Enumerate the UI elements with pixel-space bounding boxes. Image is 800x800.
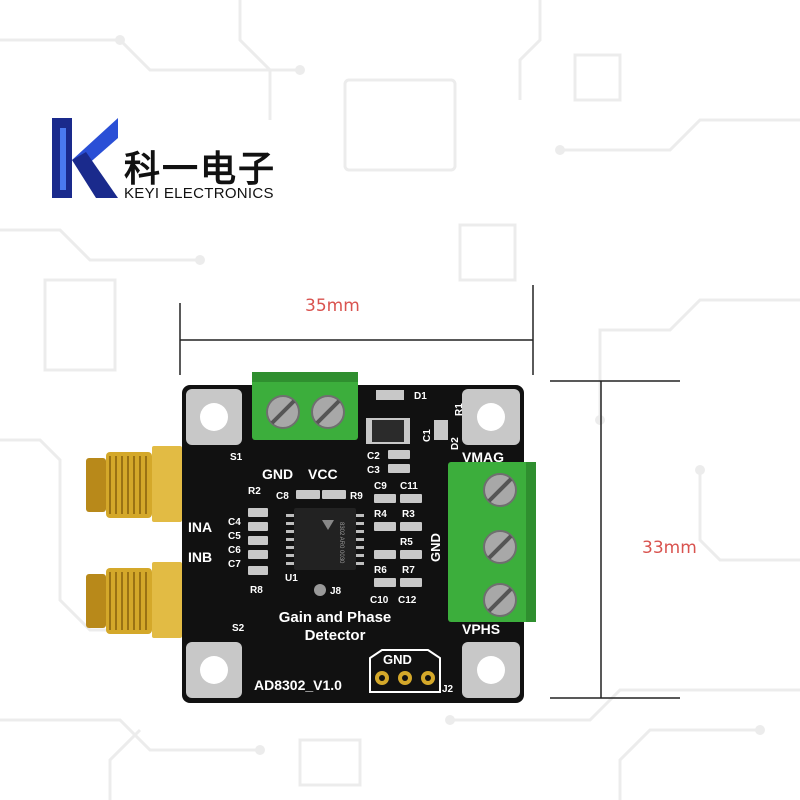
silk-c12: C12: [398, 595, 417, 606]
tantalum-capacitor: [366, 418, 410, 444]
power-terminal-block: [252, 372, 358, 440]
board-title-line2: Detector: [305, 627, 366, 644]
silk-j8: J8: [330, 586, 342, 597]
board-model: AD8302_V1.0: [254, 677, 342, 693]
silk-gnd-bottom: GND: [383, 652, 412, 667]
silk-c9: C9: [374, 481, 387, 492]
silk-r6: R6: [374, 565, 387, 576]
silk-c1: C1: [422, 429, 433, 442]
ad8302-chip: [286, 508, 364, 570]
silk-d2: D2: [450, 437, 461, 450]
silk-c4: C4: [228, 517, 241, 528]
silk-r4: R4: [374, 509, 387, 520]
silk-gnd-top: GND: [262, 466, 293, 482]
width-dimension-label: 35mm: [305, 296, 360, 316]
diode-d2: [434, 420, 448, 440]
board-title-line1: Gain and Phase: [279, 609, 392, 626]
height-dimension-label: 33mm: [642, 538, 697, 558]
silk-c8: C8: [276, 491, 289, 502]
silk-ina: INA: [188, 519, 212, 535]
brand-name-chinese: 科一电子: [124, 149, 277, 190]
silk-gnd-right: GND: [428, 533, 443, 562]
silk-r3: R3: [402, 509, 415, 520]
silk-vcc: VCC: [308, 466, 338, 482]
silk-r9: R9: [350, 491, 363, 502]
silk-u1: U1: [285, 573, 298, 584]
silk-c11: C11: [400, 481, 418, 492]
silk-c10: C10: [370, 595, 389, 606]
silk-r1: R1: [454, 403, 465, 416]
silk-inb: INB: [188, 549, 212, 565]
silk-r8: R8: [250, 585, 263, 596]
silk-r2: R2: [248, 486, 261, 497]
smd-components: [248, 450, 422, 587]
silk-c5: C5: [228, 531, 241, 542]
silk-c3: C3: [367, 465, 380, 476]
mounting-holes: [186, 389, 520, 698]
silk-c2: C2: [367, 451, 380, 462]
silk-s1: S1: [230, 452, 243, 463]
silk-r5: R5: [400, 537, 413, 548]
silk-s2: S2: [232, 623, 245, 634]
chip-marking: 8302 AR0 0030: [338, 522, 344, 564]
test-point-j8: [314, 584, 326, 596]
diode-d1: [376, 390, 404, 400]
silk-vphs: VPHS: [462, 621, 500, 637]
silk-j2: J2: [442, 684, 454, 695]
silk-d1: D1: [414, 391, 427, 402]
silk-c7: C7: [228, 559, 241, 570]
silk-r7: R7: [402, 565, 415, 576]
silk-c6: C6: [228, 545, 241, 556]
output-terminal-block: [448, 462, 536, 622]
silk-vmag: VMAG: [462, 449, 504, 465]
brand-name-english: KEYI ELECTRONICS: [124, 185, 274, 202]
gnd-header-j2: [369, 649, 441, 693]
